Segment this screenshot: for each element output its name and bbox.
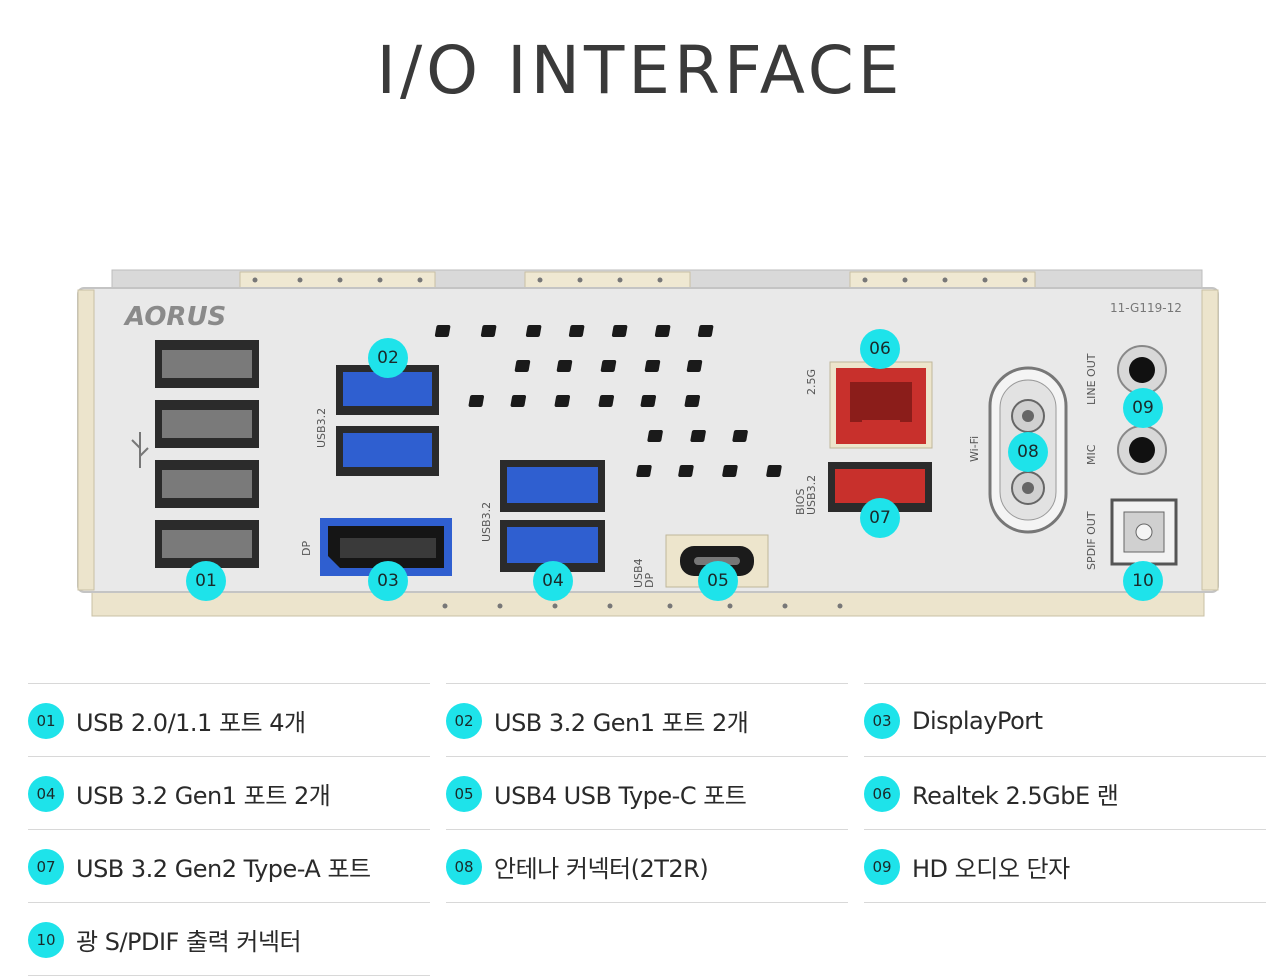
- legend-item: 06 Realtek 2.5GbE 랜: [864, 756, 1266, 830]
- label-wifi: Wi-Fi: [968, 435, 981, 462]
- label-bios-usb: BIOS USB3.2: [794, 474, 818, 515]
- legend-text: USB 3.2 Gen2 Type-A 포트: [76, 855, 371, 883]
- model-code: 11-G119-12: [1110, 301, 1182, 315]
- legend-text: USB 2.0/1.1 포트 4개: [76, 709, 306, 737]
- divider: [864, 902, 1266, 903]
- divider: [446, 902, 848, 903]
- vent-holes: [434, 325, 782, 477]
- legend-number: 06: [864, 775, 900, 812]
- legend-number: 05: [446, 775, 482, 812]
- usb2-ports: [155, 340, 259, 568]
- divider: [28, 975, 430, 976]
- legend-text: HD 오디오 단자: [912, 855, 1070, 883]
- legend-item: 01 USB 2.0/1.1 포트 4개: [28, 683, 430, 757]
- legend-item: 07 USB 3.2 Gen2 Type-A 포트: [28, 829, 430, 903]
- callout-badge: 08: [1008, 432, 1048, 472]
- legend-text: 광 S/PDIF 출력 커넥터: [76, 928, 302, 956]
- legend-number: 02: [446, 702, 482, 739]
- callout-badge: 03: [368, 561, 408, 601]
- legend-item: 08 안테나 커넥터(2T2R): [446, 829, 848, 903]
- io-shield-svg: AORUS 11-G119-12: [77, 269, 1219, 617]
- legend-item: 10 광 S/PDIF 출력 커넥터: [28, 902, 430, 976]
- callout-badge: 02: [368, 338, 408, 378]
- callout-badge: 04: [533, 561, 573, 601]
- legend-item: 05 USB4 USB Type-C 포트: [446, 756, 848, 830]
- callout-badge: 01: [186, 561, 226, 601]
- legend-text: USB 3.2 Gen1 포트 2개: [494, 709, 749, 737]
- bios-usb-port: [828, 462, 932, 512]
- legend-text: USB 3.2 Gen1 포트 2개: [76, 782, 331, 810]
- legend-number: 09: [864, 848, 900, 885]
- callout-badge: 05: [698, 561, 738, 601]
- legend-number: 04: [28, 775, 64, 812]
- legend-text: 안테나 커넥터(2T2R): [494, 855, 709, 883]
- legend-number: 08: [446, 848, 482, 885]
- page-title: I/O INTERFACE: [376, 32, 904, 109]
- legend-number: 01: [28, 702, 64, 739]
- legend-number: 10: [28, 921, 64, 958]
- label-mic: MIC: [1085, 444, 1098, 465]
- io-shield-illustration: AORUS 11-G119-12: [77, 269, 1219, 617]
- legend-text: USB4 USB Type-C 포트: [494, 782, 747, 810]
- spdif-port: [1110, 498, 1178, 566]
- usb-icon: [131, 432, 149, 468]
- legend-text: Realtek 2.5GbE 랜: [912, 782, 1119, 810]
- label-usb32-a: USB3.2: [315, 407, 328, 448]
- callout-badge: 06: [860, 329, 900, 369]
- callout-badge: 09: [1123, 388, 1163, 428]
- callout-badge: 07: [860, 498, 900, 538]
- callout-badge: 10: [1123, 561, 1163, 601]
- label-usb4-dp: USB4 DP: [632, 558, 656, 588]
- brand-logo: AORUS: [123, 302, 226, 332]
- legend-item: 03 DisplayPort: [864, 683, 1266, 757]
- label-spdif-out: SPDIF OUT: [1085, 511, 1098, 570]
- legend-item: 09 HD 오디오 단자: [864, 829, 1266, 903]
- audio-jacks: [1117, 345, 1167, 475]
- legend-number: 03: [864, 702, 900, 739]
- lan-port: [829, 361, 933, 449]
- legend-number: 07: [28, 848, 64, 885]
- legend-item: 02 USB 3.2 Gen1 포트 2개: [446, 683, 848, 757]
- legend-item: 04 USB 3.2 Gen1 포트 2개: [28, 756, 430, 830]
- label-lan: 2.5G: [805, 368, 818, 395]
- label-dp: DP: [300, 540, 313, 556]
- label-line-out: LINE OUT: [1085, 353, 1098, 405]
- label-usb32-b: USB3.2: [480, 501, 493, 542]
- legend-text: DisplayPort: [912, 706, 1043, 735]
- usb32-ports-b: [500, 460, 605, 572]
